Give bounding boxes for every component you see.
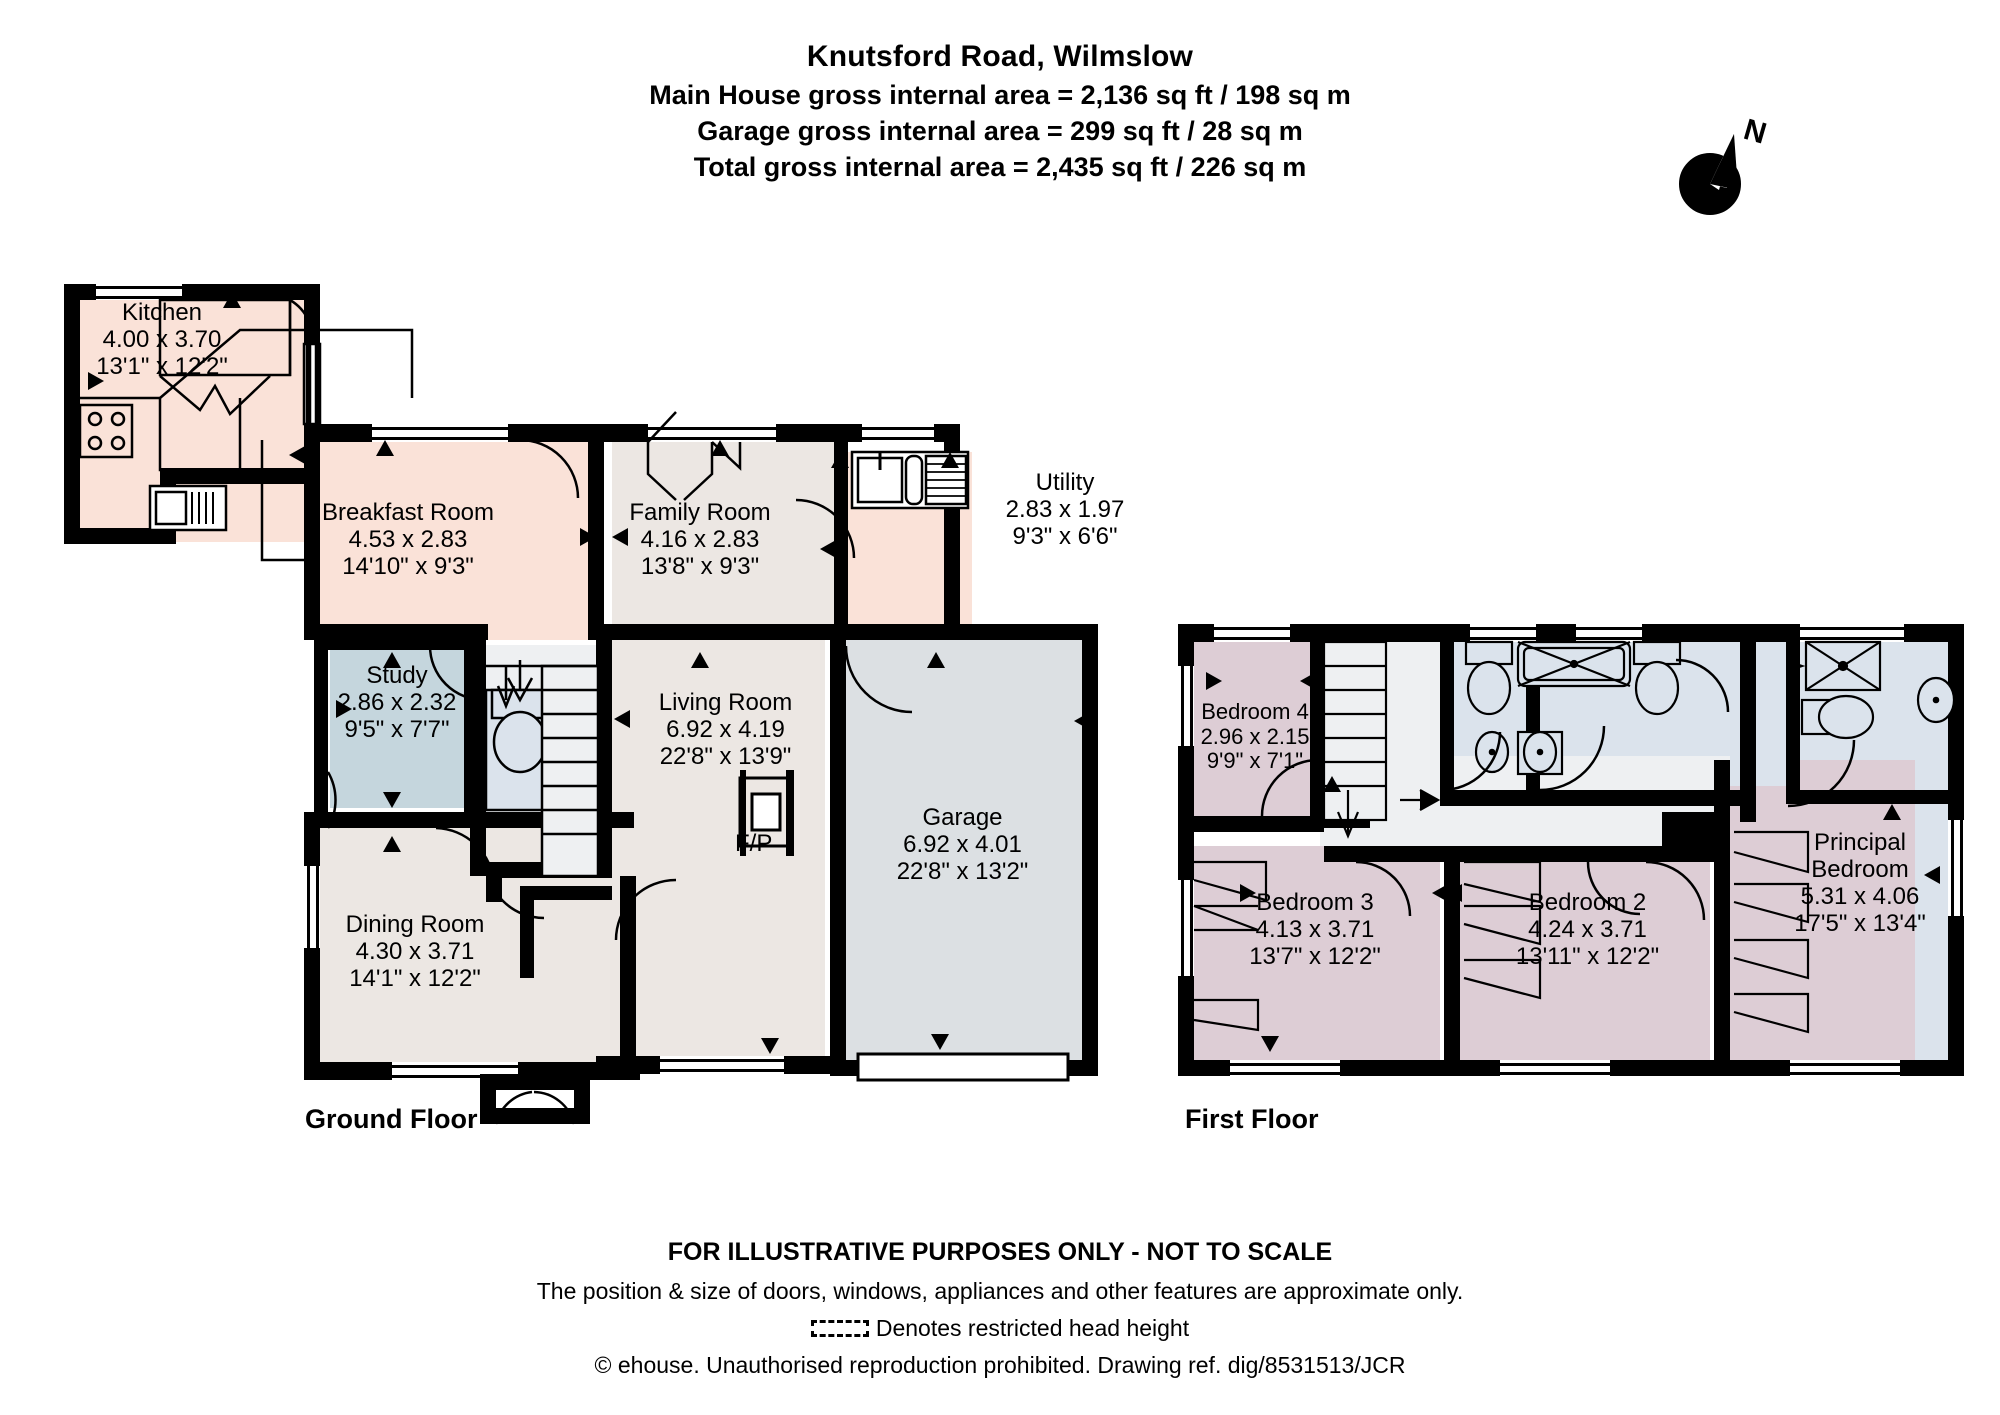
restricted-head-height-text: Denotes restricted head height	[875, 1315, 1190, 1341]
wc1-cistern-icon	[1464, 640, 1514, 666]
toilet-icon	[492, 710, 548, 774]
wc1-toilet-icon	[1466, 660, 1512, 716]
wc2-cistern-icon	[1632, 640, 1682, 666]
ground-floor-plan	[64, 284, 1098, 1125]
bedroom3-fill	[1190, 846, 1440, 1076]
family-fill	[612, 440, 842, 640]
first-floor-plan	[1178, 624, 1964, 1076]
first-floor-door-arcs	[1260, 658, 1856, 921]
page-title: Knutsford Road, Wilmslow	[806, 40, 1194, 73]
hob-icon	[78, 403, 134, 459]
main-house-area-text: Main House gross internal area = 2,136 s…	[649, 80, 1351, 110]
breakfast-fill	[312, 440, 592, 640]
kitchen-doors	[289, 298, 322, 426]
staircase-ground	[486, 664, 600, 878]
utility-fixtures	[850, 450, 970, 510]
compass-rose-icon: N	[1679, 113, 1770, 215]
ground-floor-view-arrows	[88, 292, 1090, 1054]
study-fill	[330, 648, 470, 808]
wc3-toilet-icon	[1817, 694, 1875, 740]
wc2-toilet-icon	[1634, 660, 1680, 716]
fireplace	[738, 770, 794, 856]
bedroom4-fill	[1190, 636, 1320, 816]
first-floor-walls	[1178, 624, 1964, 1076]
principal-fill-top	[1730, 636, 1795, 786]
garage-fill	[838, 640, 1088, 1065]
ground-floor-label: Ground Floor	[305, 1104, 478, 1134]
kitchen-fixtures	[78, 298, 414, 562]
principal-fill	[1730, 760, 1930, 1076]
first-floor-label: First Floor	[1185, 1104, 1319, 1134]
wardrobe-doors	[1193, 830, 1810, 1034]
ground-floor-door-arcs	[326, 438, 913, 1125]
restricted-head-height-legend: Denotes restricted head height	[0, 1315, 2000, 1342]
fireplace-label: F/P	[735, 830, 773, 857]
copyright-text: © ehouse. Unauthorised reproduction proh…	[594, 1352, 1406, 1378]
garage-area-text: Garage gross internal area = 299 sq ft /…	[697, 116, 1303, 146]
first-floor-view-arrows	[1206, 672, 1940, 1052]
disclaimer-heading: FOR ILLUSTRATIVE PURPOSES ONLY - NOT TO …	[667, 1238, 1333, 1266]
disclaimer-text: The position & size of doors, windows, a…	[536, 1278, 1464, 1304]
total-area-text: Total gross internal area = 2,435 sq ft …	[693, 152, 1307, 182]
first-floor-fixtures	[1322, 640, 1956, 839]
restricted-head-height-icon	[810, 1320, 869, 1337]
